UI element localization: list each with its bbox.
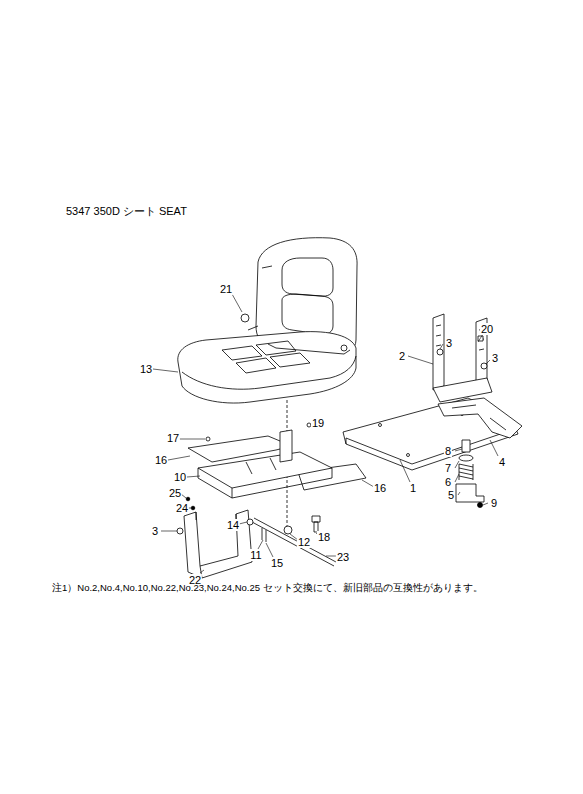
seat-bolt [341,345,347,351]
callout-number: 2 [398,350,406,362]
hole [407,454,410,457]
callout-number: 16 [373,482,387,494]
plate-edge [346,428,518,464]
seat-hinge [268,344,350,354]
seat-back-pad [282,258,333,296]
bracket-base [433,378,492,402]
hole [379,424,382,427]
seat-cushion [178,332,356,403]
bushing [462,440,470,452]
page-title: 5347 350D シート SEAT [66,205,187,218]
callout-number: 5 [447,489,455,501]
leader-lines [153,294,498,573]
callout-number: 14 [226,519,240,531]
callout-number: 12 [297,536,311,548]
washer [247,519,253,525]
seat-frame-rail [198,458,332,498]
callout-number: 7 [444,462,452,474]
rod [252,518,336,566]
base-bracket [184,510,252,578]
bolt [177,528,183,534]
nut [478,503,483,508]
callout-number: 13 [139,363,153,375]
seat-lever [248,266,272,330]
seat-back-pad [282,294,333,334]
seat-frame [198,452,332,488]
cushion-panels [222,341,310,373]
callout-number: 23 [336,551,350,563]
callout-number: 19 [311,417,325,429]
callout-number: 8 [444,445,452,457]
note-text: 注1）No.2,No.4,No.10,No.22,No.23,No.24,No.… [52,582,483,594]
callout-number: 3 [151,525,159,537]
callout-number: 25 [168,487,182,499]
callout-number: 20 [480,323,494,335]
callout-number: 9 [490,497,498,509]
callout-number: 18 [317,531,331,543]
slide-slot [452,405,506,430]
callout-number: 3 [491,352,499,364]
spring [459,464,473,480]
bracket-holes [436,325,484,350]
screw [191,506,195,510]
callout-number: 16 [154,454,168,466]
bolt [312,516,320,532]
screw [206,437,210,441]
pin [262,528,266,542]
screw [186,497,190,501]
callout-number: 17 [166,432,180,444]
callout-number: 24 [175,502,189,514]
spring-bracket [456,484,484,502]
knob [241,314,249,322]
callout-number: 10 [173,471,187,483]
callout-number: 11 [249,549,262,561]
callout-number: 6 [444,476,452,488]
callout-number: 15 [270,557,284,569]
callout-number: 21 [219,283,233,295]
bolt [437,349,443,355]
frame-upright [280,430,292,462]
callout-number: 1 [409,482,417,494]
callout-number: 4 [498,456,506,468]
slide-bracket [438,398,522,438]
washer [459,455,473,461]
callout-number: 3 [445,337,453,349]
nut [284,526,292,534]
